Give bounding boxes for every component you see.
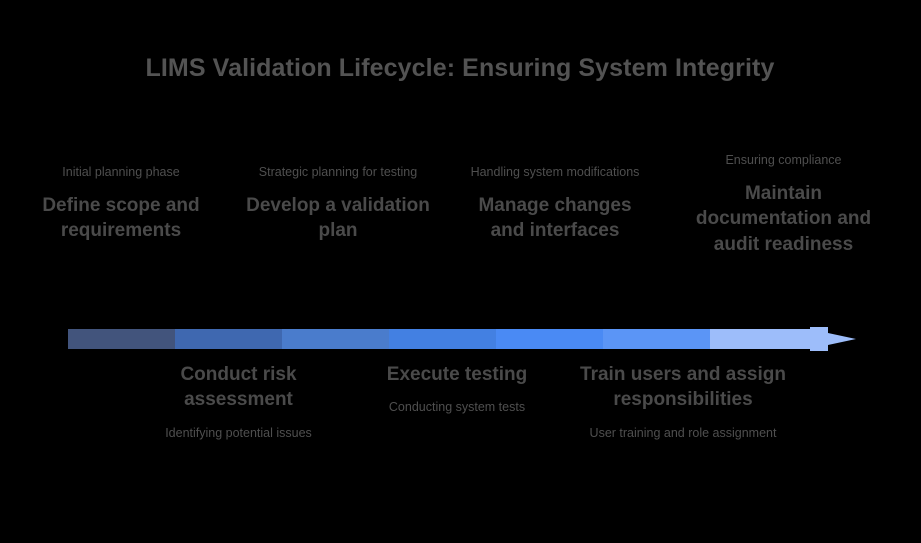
stage-develop-validation-plan: Strategic planning for testing Develop a… [243,164,433,244]
stage-caption: User training and role assignment [589,425,777,440]
stage-headline: Execute testing [386,364,528,385]
stage-caption: Handling system modifications [470,165,640,179]
timeline-segment-4 [389,329,496,349]
page-title: LIMS Validation Lifecycle: Ensuring Syst… [145,54,775,82]
stage-conduct-risk-assessment: Conduct risk assessment Identifying pote… [131,362,346,442]
stage-headline: Define scope and requirements [42,195,200,242]
stage-caption: Conducting system tests [388,400,526,415]
stage-caption: Identifying potential issues [165,425,312,440]
stage-headline: Conduct risk assessment [180,364,297,411]
stage-manage-changes: Handling system modifications Manage cha… [460,164,650,244]
stage-headline: Develop a validation plan [246,195,430,242]
stage-train-users: Train users and assign responsibilities … [568,362,798,442]
timeline-arrow [68,327,856,351]
stage-caption: Initial planning phase [62,165,180,179]
timeline-segment-5 [496,329,603,349]
timeline-segment-3 [282,329,389,349]
stage-maintain-documentation: Ensuring compliance Maintain documentati… [676,152,891,257]
timeline-segment-2 [175,329,282,349]
timeline-segment-1 [68,329,175,349]
stage-execute-testing: Execute testing Conducting system tests [357,362,557,416]
stage-define-scope: Initial planning phase Define scope and … [26,164,216,244]
timeline-segment-6 [603,329,710,349]
timeline-segments [68,329,810,349]
stage-headline: Maintain documentation and audit readine… [695,183,872,255]
stage-headline: Train users and assign responsibilities [580,364,786,411]
arrowhead-icon [810,327,856,351]
timeline-segment-7 [710,329,810,349]
stage-caption: Ensuring compliance [725,153,842,167]
stage-headline: Manage changes and interfaces [478,195,632,242]
stage-caption: Strategic planning for testing [258,165,418,179]
